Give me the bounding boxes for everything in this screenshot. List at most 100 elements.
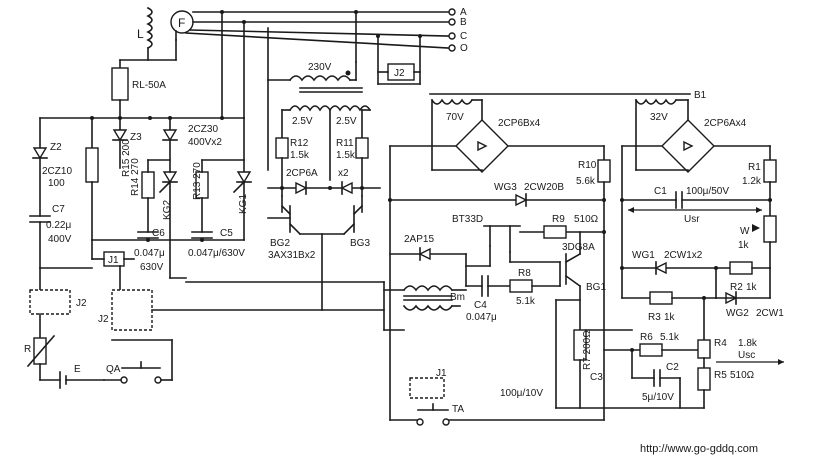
- c5-label: C5: [220, 228, 233, 239]
- generator-label: F: [178, 16, 185, 30]
- wg1-label: WG1: [632, 250, 655, 261]
- r11-val: 1.5k: [336, 150, 356, 161]
- winding-70v: [430, 98, 474, 105]
- bridge-diode: [683, 140, 694, 152]
- transistor-bg1-leg: [564, 252, 582, 264]
- transistor-bg2-leg: [288, 222, 302, 236]
- thyristor-kg2-gate: [158, 180, 172, 194]
- r4-val: 1.8k: [738, 338, 758, 349]
- resistor-r8: [509, 279, 533, 293]
- z3-type: 2CZ30: [188, 124, 218, 135]
- transistor-bg3-leg: [342, 222, 356, 236]
- diodes-n: x2: [338, 168, 349, 179]
- wg2-label: WG2: [726, 308, 749, 319]
- resistor-r15: [85, 147, 99, 183]
- e-label: E: [74, 364, 81, 375]
- bg-type: 3AX31Bx2: [268, 250, 316, 261]
- xfmr-230-label: 230V: [308, 62, 332, 73]
- c1-label: C1: [654, 186, 667, 197]
- terminal-o-label: O: [460, 43, 468, 54]
- j2a-label: J2: [76, 298, 87, 309]
- switch-ta-contact: [416, 418, 424, 426]
- junction: [146, 238, 150, 242]
- bg3-label: BG3: [350, 238, 370, 249]
- resistor-r10: [597, 159, 611, 183]
- switch-ta-contact: [442, 418, 450, 426]
- potentiometer-w: [763, 215, 777, 243]
- junction: [360, 186, 364, 190]
- junction: [376, 34, 380, 38]
- thyristor-kg1-gate: [232, 180, 246, 194]
- r9-val: 510Ω: [574, 214, 599, 225]
- diode-z3b: [162, 129, 178, 142]
- resistor-var-arrow: [26, 334, 56, 368]
- diode-2cp6a-b: [340, 181, 353, 195]
- resistor-r12: [275, 137, 289, 159]
- c7-label: C7: [52, 204, 65, 215]
- phase-dot: [345, 70, 351, 76]
- diodes-label: 2CP6A: [286, 168, 318, 179]
- v25a-label: 2.5V: [292, 116, 313, 127]
- terminal-b: [448, 18, 456, 26]
- ta-label: TA: [452, 404, 464, 415]
- usr-arrowhead: [756, 207, 762, 213]
- junction: [602, 198, 606, 202]
- z2-label: Z2: [50, 142, 62, 153]
- c6-label: C6: [152, 228, 165, 239]
- transistor-bg2-leg: [280, 204, 292, 216]
- resistor-r5: [697, 367, 711, 391]
- v25b-label: 2.5V: [336, 116, 357, 127]
- zener-wg3: [515, 193, 528, 207]
- w-label: W: [740, 226, 750, 237]
- c2-label: C2: [666, 362, 679, 373]
- diode-2ap15: [418, 247, 431, 261]
- zener-wg1: [654, 261, 667, 275]
- junction: [220, 116, 224, 120]
- bridge-diode: [477, 140, 488, 152]
- kg2-label: KG2: [162, 200, 173, 220]
- junction: [602, 230, 606, 234]
- r8-label: R8: [518, 268, 531, 279]
- junction: [328, 186, 332, 190]
- junction: [418, 34, 422, 38]
- b1-label: B1: [694, 90, 707, 101]
- potentiometer-wiper: [752, 224, 760, 232]
- junction: [220, 10, 224, 14]
- terminal-o: [448, 44, 456, 52]
- terminal-c: [448, 32, 456, 40]
- resistor-r1: [763, 159, 777, 183]
- r6-val: 5.1k: [660, 332, 680, 343]
- r10-val: 5.6k: [576, 176, 596, 187]
- bottom-left-section: J2 J2 R E QA: [24, 267, 385, 389]
- thyristor-kg2: [162, 171, 178, 184]
- wg1-type: 2CW1x2: [664, 250, 703, 261]
- junction: [620, 198, 624, 202]
- dg-label: 3DG8A: [562, 242, 595, 253]
- wg3-type: 2CW20B: [524, 182, 564, 193]
- supply-70v-section: 70V 2CP6Bx4 R10 5.6k WG3 2CW20B BT33D R9: [388, 98, 611, 421]
- fuse-rl-label: RL-50A: [132, 80, 166, 91]
- center-section: 2.5V 2.5V R12 1.5k R11 1.5k 2CP6A x2 BG2: [169, 105, 385, 311]
- diode-2cp6a-a: [295, 181, 308, 195]
- c4-label: C4: [474, 300, 487, 311]
- resistor-r3: [649, 291, 673, 305]
- wg2-type: 2CW1: [756, 308, 784, 319]
- r5-val: 510Ω: [730, 370, 755, 381]
- r3-val: 1k: [664, 312, 676, 323]
- junction: [702, 296, 706, 300]
- r6-label: R6: [640, 332, 653, 343]
- phase-o-line: [185, 32, 449, 49]
- relay-j1-box-label: J1: [108, 255, 119, 266]
- fuse-rl: [111, 67, 129, 101]
- r11-label: R11: [336, 138, 354, 149]
- resistor-r6: [639, 343, 663, 357]
- bm-primary: [402, 285, 454, 292]
- v70-label: 70V: [446, 112, 464, 123]
- xfmr-230-primary: [288, 75, 352, 82]
- generator-section: L F A B C O: [119, 6, 468, 171]
- diode-z3: [112, 129, 128, 142]
- qa-label: QA: [106, 364, 121, 375]
- junction: [354, 10, 358, 14]
- terminal-a-label: A: [460, 7, 467, 18]
